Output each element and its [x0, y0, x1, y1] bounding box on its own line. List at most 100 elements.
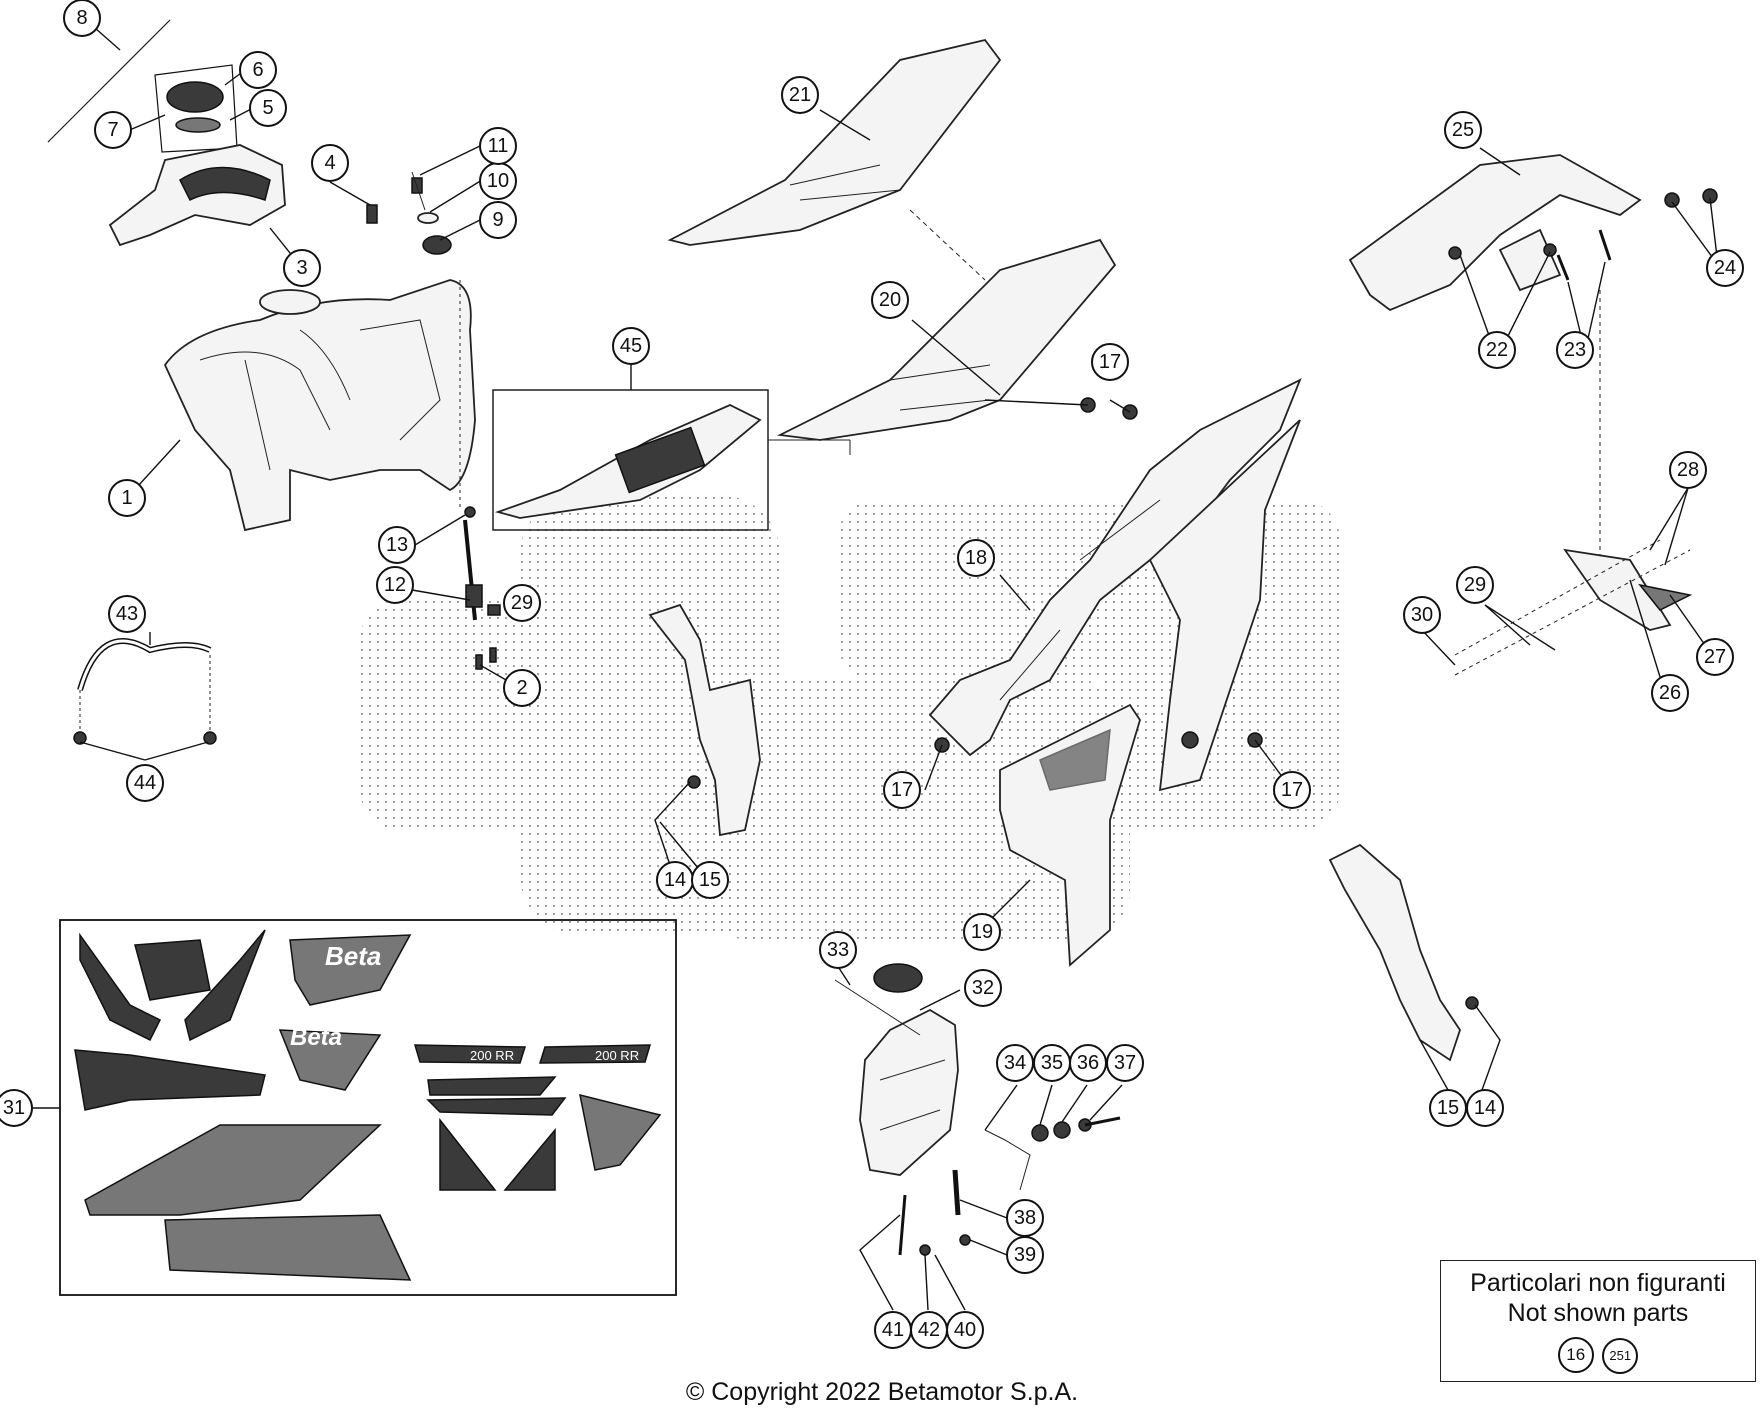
callout-7: 7 [94, 111, 132, 149]
callout-32: 32 [964, 969, 1002, 1007]
callout-23: 23 [1556, 331, 1594, 369]
svg-text:15: 15 [1437, 1097, 1459, 1119]
svg-text:17: 17 [1281, 779, 1303, 801]
seat [776, 238, 1117, 441]
svg-text:18: 18 [965, 547, 987, 569]
legend-title-english: Not shown parts [1507, 1299, 1689, 1327]
svg-text:4: 4 [324, 152, 335, 174]
svg-text:10: 10 [487, 170, 509, 192]
svg-text:40: 40 [954, 1319, 976, 1341]
svg-text:42: 42 [918, 1319, 940, 1341]
side-panel-rear [928, 378, 1302, 757]
callout-29-right: 29 [1456, 566, 1494, 604]
copyright-notice: © Copyright 2022 Betamotor S.p.A. [685, 1378, 1079, 1406]
legend-refs: 16 251 [1441, 1337, 1755, 1374]
callouts: 1 2 3 4 5 6 7 8 9 10 11 12 13 14 15 17 1… [0, 0, 1744, 1349]
svg-text:36: 36 [1077, 1052, 1099, 1074]
callout-17-left: 17 [883, 771, 921, 809]
callout-27: 27 [1696, 638, 1734, 676]
fuel-tank [163, 279, 476, 532]
callout-15-right: 15 [1429, 1089, 1467, 1127]
rear-grab-frame [1348, 154, 1642, 312]
svg-text:32: 32 [972, 977, 994, 999]
svg-text:6: 6 [252, 59, 263, 81]
svg-text:19: 19 [971, 921, 993, 943]
svg-text:1: 1 [121, 487, 132, 509]
callout-34: 34 [996, 1044, 1034, 1082]
svg-text:22: 22 [1486, 339, 1508, 361]
callout-40: 40 [946, 1311, 984, 1349]
svg-text:35: 35 [1041, 1052, 1063, 1074]
svg-text:43: 43 [116, 603, 138, 625]
callout-6: 6 [239, 51, 277, 89]
svg-text:29: 29 [511, 592, 533, 614]
svg-text:33: 33 [827, 939, 849, 961]
svg-text:25: 25 [1452, 119, 1474, 141]
callout-20: 20 [871, 281, 909, 319]
svg-text:41: 41 [882, 1319, 904, 1341]
svg-text:21: 21 [789, 84, 811, 106]
callout-13: 13 [378, 526, 416, 564]
callout-14-right: 14 [1466, 1089, 1504, 1127]
callout-4: 4 [311, 144, 349, 182]
svg-text:38: 38 [1014, 1207, 1036, 1229]
callout-24: 24 [1706, 249, 1744, 287]
frame-guard-left [648, 603, 761, 837]
fuel-tap [463, 506, 501, 670]
svg-text:17: 17 [891, 779, 913, 801]
callout-45: 45 [612, 327, 650, 365]
callout-37: 37 [1106, 1044, 1144, 1082]
callout-43: 43 [108, 595, 146, 633]
svg-text:13: 13 [386, 534, 408, 556]
callout-19: 19 [963, 913, 1001, 951]
svg-text:34: 34 [1004, 1052, 1026, 1074]
decal-kit: Beta Beta 200 RR 200 RR [74, 929, 662, 1281]
callout-21: 21 [781, 76, 819, 114]
callout-39: 39 [1006, 1236, 1044, 1274]
callout-17-top: 17 [1091, 343, 1129, 381]
callout-11: 11 [479, 127, 517, 165]
callout-29-left: 29 [503, 584, 541, 622]
svg-text:24: 24 [1714, 257, 1736, 279]
svg-text:39: 39 [1014, 1244, 1036, 1266]
callout-1: 1 [108, 479, 146, 517]
svg-text:23: 23 [1564, 339, 1586, 361]
rear-fender [1148, 419, 1301, 792]
svg-text:44: 44 [134, 772, 156, 794]
svg-text:17: 17 [1099, 351, 1121, 373]
callout-41: 41 [874, 1311, 912, 1349]
callout-12: 12 [376, 566, 414, 604]
oil-reservoir [859, 1008, 959, 1176]
svg-text:29: 29 [1464, 574, 1486, 596]
legend-ref-16: 16 [1557, 1337, 1594, 1373]
reservoir-cap [873, 963, 923, 993]
seat-cover [667, 38, 1002, 246]
svg-text:31: 31 [3, 1097, 25, 1119]
svg-text:2: 2 [516, 677, 527, 699]
frame-guard-right [1328, 843, 1461, 1062]
svg-text:9: 9 [492, 209, 503, 231]
callout-26: 26 [1651, 674, 1689, 712]
callout-5: 5 [249, 89, 287, 127]
svg-text:11: 11 [488, 135, 509, 157]
svg-text:20: 20 [879, 289, 901, 311]
svg-text:8: 8 [76, 7, 87, 29]
svg-text:27: 27 [1704, 646, 1726, 668]
callout-35: 35 [1033, 1044, 1071, 1082]
callout-15-left: 15 [691, 861, 729, 899]
callout-31: 31 [0, 1089, 33, 1127]
callout-42: 42 [910, 1311, 948, 1349]
svg-text:45: 45 [620, 335, 642, 357]
callout-18: 18 [957, 539, 995, 577]
svg-text:7: 7 [107, 119, 118, 141]
svg-text:28: 28 [1677, 459, 1699, 481]
callout-2: 2 [503, 669, 541, 707]
callout-25: 25 [1444, 111, 1482, 149]
license-plate-bracket [1563, 548, 1672, 631]
callout-38: 38 [1006, 1199, 1044, 1237]
decal-brand-2: Beta [290, 1024, 342, 1051]
legend-ref-251: 251 [1602, 1338, 1639, 1374]
callout-14-left: 14 [656, 861, 694, 899]
svg-text:3: 3 [296, 257, 307, 279]
